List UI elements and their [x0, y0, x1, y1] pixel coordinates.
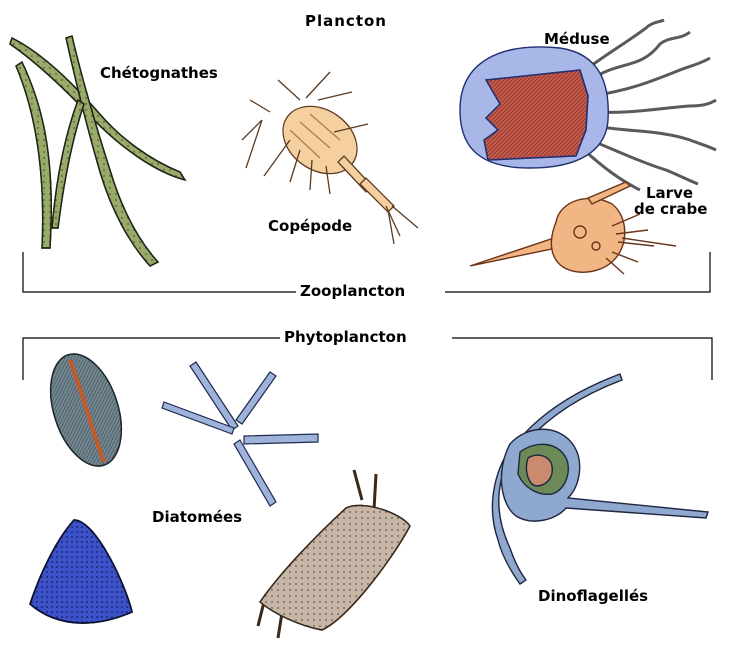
plankton-title: Plancton — [305, 14, 387, 29]
diatoms-label: Diatomées — [152, 510, 242, 525]
diatom-rect-organism — [258, 470, 410, 638]
diatom-oval-organism — [38, 345, 135, 475]
phytoplankton-label: Phytoplancton — [280, 330, 411, 345]
chaetognaths-label: Chétognathes — [100, 66, 218, 81]
crab-larva-label-line2: de crabe — [634, 202, 707, 217]
jellyfish-label: Méduse — [544, 32, 610, 47]
diatom-chain-organism — [162, 362, 318, 506]
dinoflagellate-organism — [492, 374, 708, 584]
crab-larva-label-line1: Larve — [646, 186, 693, 201]
dinoflagellates-label: Dinoflagellés — [538, 589, 648, 604]
copepod-label: Copépode — [268, 219, 352, 234]
diatom-triangle-organism — [30, 520, 132, 623]
zooplankton-label: Zooplancton — [296, 284, 409, 299]
